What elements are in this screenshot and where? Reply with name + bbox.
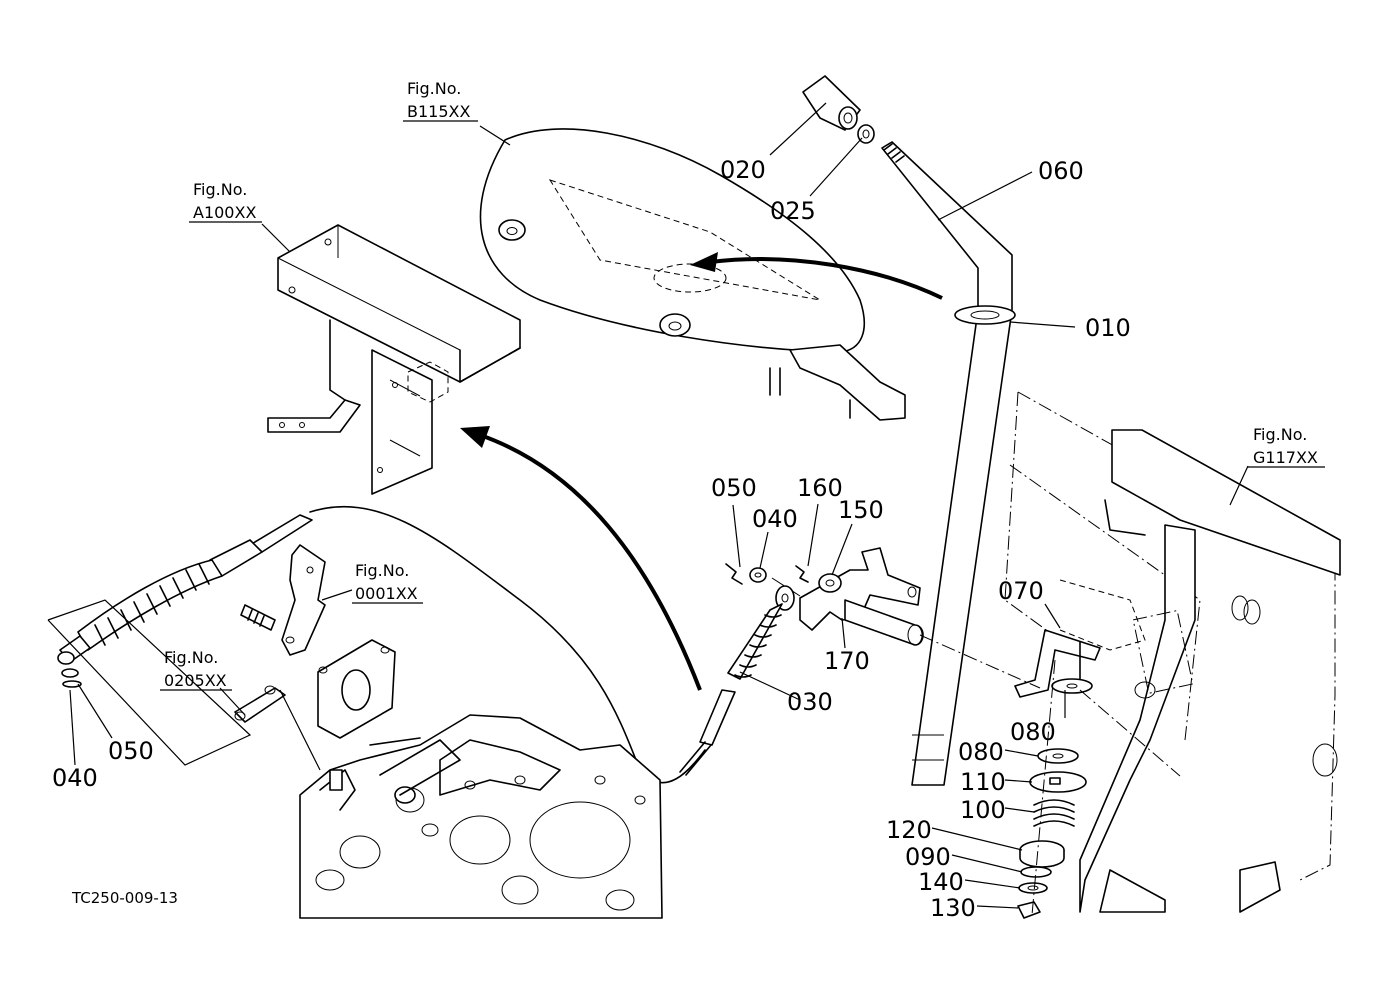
- assembly-arrows: [460, 252, 943, 691]
- cable-boot-drawing: [47, 514, 313, 766]
- bracket-0001-drawing: [234, 544, 396, 739]
- part-label-080-lower: 080: [958, 738, 1004, 766]
- fig-ref-0205-line1: Fig.No.: [164, 648, 218, 667]
- fig-ref-a100-line1: Fig.No.: [193, 180, 247, 199]
- part-label-070: 070: [998, 577, 1044, 605]
- part-label-120: 120: [886, 816, 932, 844]
- linkage-170-drawing: [725, 547, 1041, 689]
- fig-ref-0001-line1: Fig.No.: [355, 561, 409, 580]
- fig-ref-g117-line1: Fig.No.: [1253, 425, 1307, 444]
- engine-block-drawing: [299, 714, 663, 919]
- fig-ref-0205: Fig.No. 0205XX: [160, 648, 232, 691]
- part-label-170: 170: [824, 647, 870, 675]
- fig-ref-a100-line2: A100XX: [193, 203, 256, 222]
- fig-ref-0001: Fig.No. 0001XX: [352, 561, 423, 604]
- part-label-110: 110: [960, 768, 1006, 796]
- fig-ref-0001-line2: 0001XX: [355, 584, 418, 603]
- part-label-025: 025: [770, 197, 816, 225]
- part-label-030: 030: [787, 688, 833, 716]
- cable-030-drawing: [309, 506, 795, 784]
- fig-ref-a100: Fig.No. A100XX: [189, 180, 262, 223]
- fig-ref-b115-line2: B115XX: [407, 102, 470, 121]
- fig-ref-g117-line2: G117XX: [1253, 448, 1318, 467]
- part-label-160: 160: [797, 474, 843, 502]
- part-label-010: 010: [1085, 314, 1131, 342]
- part-label-150: 150: [838, 496, 884, 524]
- fig-ref-0205-line2: 0205XX: [164, 671, 227, 690]
- part-label-040-top: 040: [752, 505, 798, 533]
- fig-ref-g117: Fig.No. G117XX: [1248, 425, 1325, 468]
- part-label-130: 130: [930, 894, 976, 922]
- leader-lines: [69, 102, 1249, 909]
- fig-ref-b115-line1: Fig.No.: [407, 79, 461, 98]
- frame-a100-drawing: [267, 224, 521, 495]
- part-label-100: 100: [960, 796, 1006, 824]
- part-label-080-upper: 080: [1010, 718, 1056, 746]
- bracket-070-drawing: [1014, 629, 1181, 919]
- part-label-090: 090: [905, 843, 951, 871]
- part-label-050-left: 050: [108, 737, 154, 765]
- cover-b115-drawing: [479, 128, 906, 421]
- panel-g117-drawing: [1004, 391, 1341, 913]
- part-label-140: 140: [918, 868, 964, 896]
- part-label-050-top: 050: [711, 474, 757, 502]
- part-label-040-left: 040: [52, 764, 98, 792]
- fig-ref-b115: Fig.No. B115XX: [403, 79, 478, 122]
- part-label-060: 060: [1038, 157, 1084, 185]
- lever-060-drawing: [802, 75, 1016, 786]
- drawing-reference-code: TC250-009-13: [71, 889, 178, 907]
- part-label-020: 020: [720, 156, 766, 184]
